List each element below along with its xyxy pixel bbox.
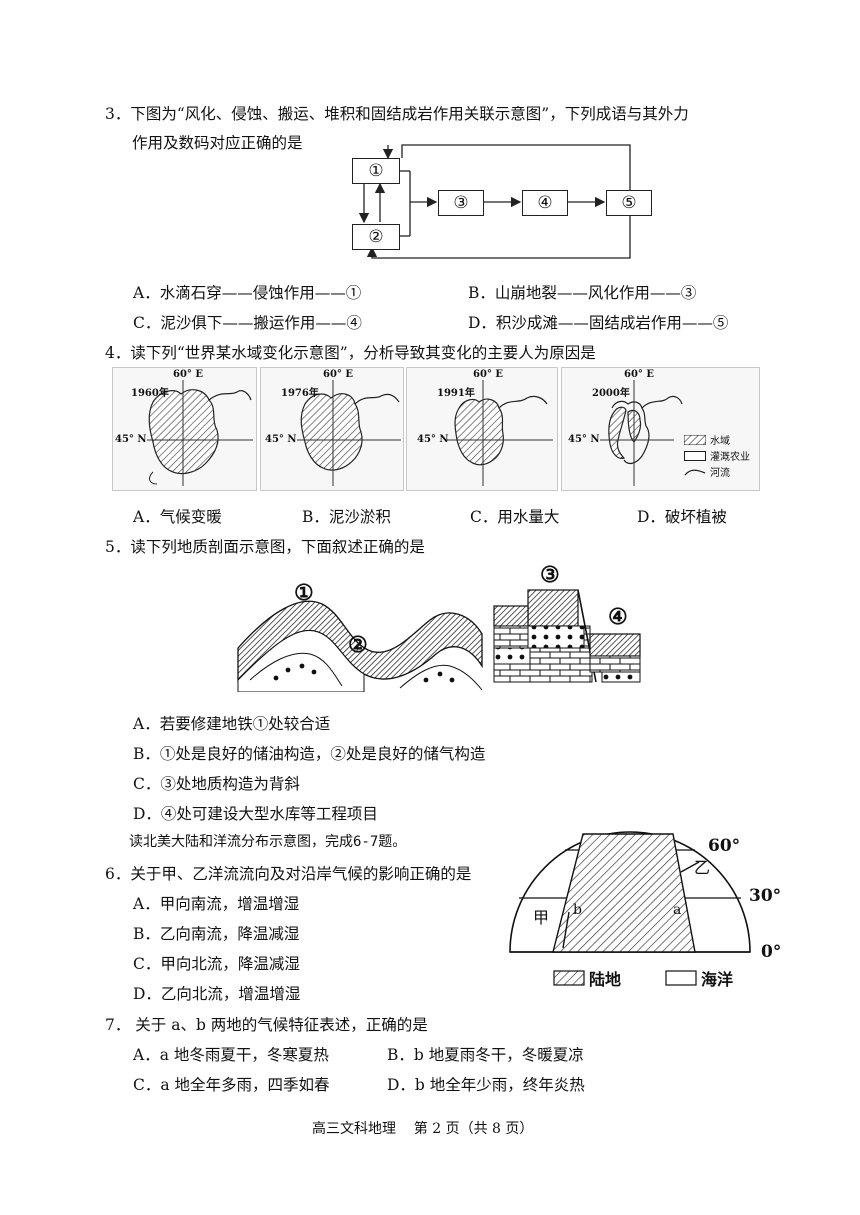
- q5-stem: 5．读下列地质剖面示意图，下面叙述正确的是: [105, 538, 425, 556]
- flow-arrows: [358, 144, 631, 259]
- land-swatch-icon: [553, 970, 585, 986]
- map-year-label: 1960年: [131, 388, 169, 399]
- fold-label-1: ①: [294, 580, 314, 606]
- q4-stem: 4．读下列“世界某水域变化示意图”，分析导致其变化的主要人为原因是: [105, 344, 596, 362]
- current-map-drawing: [509, 831, 751, 953]
- q7-stem: 7． 关于 a、b 两地的气候特征表述，正确的是: [105, 1016, 428, 1034]
- q6-option-d: D．乙向北流，增温增湿: [133, 985, 301, 1003]
- legend-water-label: 水域: [710, 436, 730, 447]
- flow-box-3: ③: [438, 190, 484, 216]
- current-yi-label: 乙: [694, 858, 711, 877]
- place-a-label: a: [673, 902, 682, 918]
- q6-option-a: A．甲向南流，增温增湿: [133, 895, 300, 913]
- legend-irrigation: 灌溉农业: [684, 448, 750, 463]
- q5-option-c: C．③处地质构造为背斜: [133, 775, 300, 793]
- legend-ocean-label: 海洋: [701, 970, 734, 989]
- q4-option-a: A．气候变暖: [133, 508, 222, 526]
- q3-flow-diagram: ① ② ③ ④ ⑤: [340, 140, 652, 270]
- q3-option-c: C．泥沙俱下——搬运作用——④: [133, 314, 362, 332]
- fault-label-3: ③: [540, 562, 560, 588]
- q3-stem-line2: 作用及数码对应正确的是: [132, 134, 303, 152]
- legend-land-label: 陆地: [589, 970, 622, 989]
- map-year-label: 1976年: [281, 388, 319, 399]
- map-lon-label: 60° E: [173, 369, 204, 380]
- legend-land: 陆地: [553, 966, 621, 990]
- q3-option-a: A．水滴石穿——侵蚀作用——①: [133, 284, 362, 302]
- page-footer: 高三文科地理 第 2 页（共 8 页）: [312, 1121, 534, 1137]
- map-lon-label: 60° E: [624, 369, 655, 380]
- legend-irrigation-label: 灌溉农业: [710, 452, 750, 463]
- flow-box-4: ④: [522, 190, 568, 216]
- hatch-swatch-icon: [684, 434, 706, 445]
- fault-label-4: ④: [608, 604, 628, 630]
- q6-7-intro: 读北美大陆和洋流分布示意图，完成6-7题。: [129, 834, 407, 850]
- empty-swatch-icon: [684, 450, 706, 461]
- map-year-label: 2000年: [592, 388, 630, 399]
- q5-option-a: A．若要修建地铁①处较合适: [133, 715, 331, 733]
- current-jia-label: 甲: [533, 908, 550, 927]
- q4-option-c: C．用水量大: [470, 508, 560, 526]
- lat-30-label: 30°: [749, 886, 782, 906]
- q4-map-1960: 60° E 1960年 45° N: [112, 367, 257, 491]
- ocean-swatch-icon: [665, 970, 697, 986]
- q5-option-b: B．①处是良好的储油构造，②处是良好的储气构造: [133, 745, 486, 763]
- flow-box-5: ⑤: [606, 190, 652, 216]
- q3-stem-line1: 3．下图为“风化、侵蚀、搬运、堆积和固结成岩作用关联示意图”，下列成语与其外力: [105, 105, 689, 123]
- q7-option-d: D．b 地全年少雨，终年炎热: [387, 1076, 585, 1094]
- q3-option-d: D．积沙成滩——固结成岩作用——⑤: [468, 314, 729, 332]
- map-lon-label: 60° E: [473, 369, 504, 380]
- lat-60-label: 60°: [708, 836, 741, 856]
- river-line-icon: [684, 469, 706, 475]
- lat-0-label: 0°: [761, 942, 782, 962]
- q4-map-1976: 60° E 1976年 45° N: [260, 367, 404, 491]
- place-b-label: b: [573, 902, 582, 918]
- fold-label-2: ②: [348, 632, 368, 658]
- map-year-label: 1991年: [437, 388, 475, 399]
- flow-box-2: ②: [352, 224, 400, 250]
- q7-option-a: A．a 地冬雨夏干，冬寒夏热: [133, 1046, 329, 1064]
- map-lat-label: 45° N: [568, 434, 600, 445]
- q6-option-c: C．甲向北流，降温减湿: [133, 955, 300, 973]
- flow-box-1: ①: [352, 158, 400, 184]
- map-lon-label: 60° E: [323, 369, 354, 380]
- q7-option-b: B．b 地夏雨冬干，冬暖夏凉: [387, 1046, 584, 1064]
- legend-river-label: 河流: [710, 468, 730, 479]
- q4-option-d: D．破坏植被: [637, 508, 727, 526]
- q3-option-b: B．山崩地裂——风化作用——③: [468, 284, 697, 302]
- map-lat-label: 45° N: [265, 434, 297, 445]
- q7-option-c: C．a 地全年多雨，四季如春: [133, 1076, 330, 1094]
- map-lat-label: 45° N: [115, 434, 147, 445]
- q6-option-b: B．乙向南流，降温减湿: [133, 925, 300, 943]
- q5-geologic-section: ① ② ③ ④: [230, 562, 650, 692]
- map-lat-label: 45° N: [417, 434, 449, 445]
- north-america-current-map: 60° 30° 0° 乙 甲 b a 陆地 海洋: [505, 820, 795, 995]
- q4-map-1991: 60° E 1991年 45° N: [406, 367, 558, 491]
- legend-river: 河流: [684, 464, 730, 479]
- fold-fault-drawing: [237, 589, 641, 692]
- legend-ocean: 海洋: [665, 966, 733, 990]
- q6-stem: 6．关于甲、乙洋流流向及对沿岸气候的影响正确的是: [105, 865, 472, 883]
- q4-option-b: B．泥沙淤积: [302, 508, 391, 526]
- q4-map-2000: 60° E 2000年 45° N 水域 灌溉农业 河流: [561, 367, 760, 491]
- legend-water: 水域: [684, 432, 730, 447]
- q5-option-d: D．④处可建设大型水库等工程项目: [133, 805, 378, 823]
